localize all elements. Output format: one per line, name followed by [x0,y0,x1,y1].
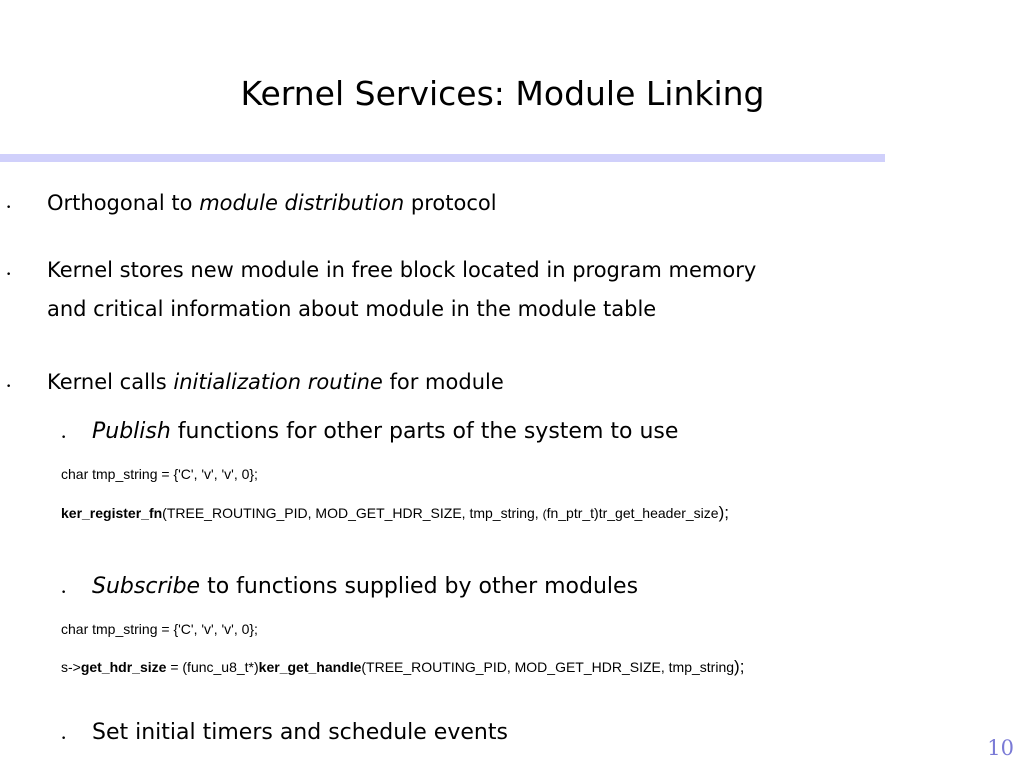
sub-bullet-dot: • [61,734,67,744]
page-number: 10 [987,736,1014,760]
code-line-tmp-string-publish: char tmp_string = {'C', 'v', 'v', 0}; [61,466,258,482]
code-args: (TREE_ROUTING_PID, MOD_GET_HDR_SIZE, tmp… [361,659,735,675]
bullet-kernel-stores-line1: Kernel stores new module in free block l… [47,258,757,282]
code-field-name: get_hdr_size [80,659,167,675]
bullet-text: protocol [404,191,497,215]
code-close: ); [718,503,729,522]
code-args: (TREE_ROUTING_PID, MOD_GET_HDR_SIZE, tmp… [162,505,543,521]
bullet-kernel-stores-line2: and critical information about module in… [47,297,657,321]
code-line-tmp-string-subscribe: char tmp_string = {'C', 'v', 'v', 0}; [61,621,258,637]
title-divider [0,154,885,162]
bullet-emphasis: initialization routine [173,370,383,394]
code-line-get-handle: s->get_hdr_size = (func_u8_t*)ker_get_ha… [61,658,744,676]
sub-bullet-emphasis: Publish [92,419,171,444]
slide-title: Kernel Services: Module Linking [240,74,765,113]
sub-bullet-text: to functions supplied by other modules [200,574,639,599]
code-function-name: ker_get_handle [258,659,362,675]
code-function-name: ker_register_fn [61,505,163,521]
bullet-dot: • [6,270,12,280]
sub-bullet-dot: • [61,433,67,443]
bullet-kernel-calls: Kernel calls initialization routine for … [47,368,504,396]
sub-bullet-timers: Set initial timers and schedule events [92,720,508,745]
code-cast: = (func_u8_t*) [166,659,259,675]
bullet-orthogonal: Orthogonal to module distribution protoc… [47,189,497,217]
code-prefix: s-> [61,659,81,675]
bullet-emphasis: module distribution [199,191,405,215]
code-line-register-fn: ker_register_fn(TREE_ROUTING_PID, MOD_GE… [61,504,729,523]
bullet-text: for module [382,370,504,394]
code-close: ); [734,657,745,676]
bullet-dot: • [6,382,12,392]
sub-bullet-text: functions for other parts of the system … [170,419,679,444]
sub-bullet-subscribe: Subscribe to functions supplied by other… [92,573,638,601]
sub-bullet-emphasis: Subscribe [92,574,201,599]
bullet-text: Orthogonal to [47,191,200,215]
bullet-dot: • [6,203,12,213]
sub-bullet-publish: Publish functions for other parts of the… [92,418,678,446]
code-paren: ( [542,507,547,521]
bullet-text: Kernel calls [47,370,174,394]
sub-bullet-dot: • [61,588,67,598]
code-args: fn_ptr_t)tr_get_header_size [546,505,719,521]
